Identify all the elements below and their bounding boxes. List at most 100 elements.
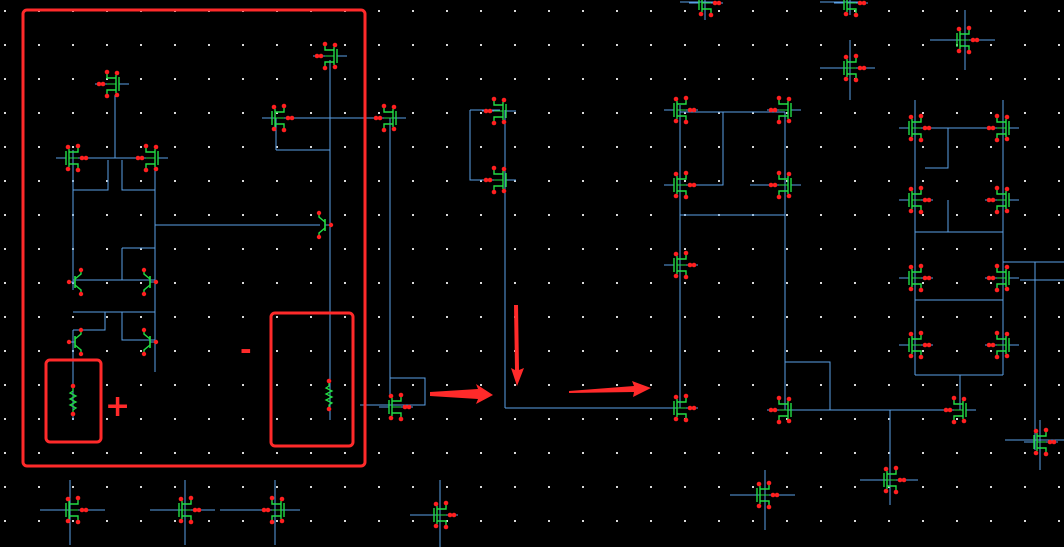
pin-dot bbox=[994, 354, 1000, 360]
pin-dot bbox=[381, 127, 387, 133]
grid-dot bbox=[990, 282, 992, 284]
grid-dot bbox=[310, 78, 312, 80]
transistor-icon bbox=[372, 103, 406, 133]
grid-dot bbox=[582, 452, 584, 454]
grid-dot bbox=[208, 78, 210, 80]
pin-dot bbox=[683, 393, 689, 399]
grid-dot bbox=[922, 214, 924, 216]
grid-dot bbox=[412, 180, 414, 182]
grid-dot bbox=[514, 146, 516, 148]
grid-dot bbox=[616, 486, 618, 488]
grid-dot bbox=[922, 248, 924, 250]
grid-dot bbox=[174, 146, 176, 148]
grid-dot bbox=[650, 44, 652, 46]
grid-dot bbox=[650, 384, 652, 386]
pin-dot bbox=[78, 291, 84, 297]
pin-dot bbox=[491, 165, 497, 171]
pin-dot bbox=[901, 477, 907, 483]
grid-dot bbox=[616, 520, 618, 522]
pin-dot bbox=[70, 383, 76, 389]
grid-dot bbox=[140, 316, 142, 318]
pin-dot bbox=[908, 353, 914, 359]
pin-dot bbox=[501, 188, 507, 194]
pin-dot bbox=[141, 291, 147, 297]
grid-dot bbox=[956, 180, 958, 182]
pin-dot bbox=[79, 155, 85, 161]
pin-dot bbox=[322, 41, 328, 47]
grid-dot bbox=[412, 214, 414, 216]
grid-dot bbox=[412, 384, 414, 386]
grid-dot bbox=[378, 10, 380, 12]
grid-dot bbox=[514, 78, 516, 80]
grid-dot bbox=[344, 44, 346, 46]
grid-dot bbox=[650, 282, 652, 284]
grid-dot bbox=[786, 282, 788, 284]
pin-dot bbox=[756, 481, 762, 487]
grid-dot bbox=[990, 316, 992, 318]
grid-dot bbox=[786, 180, 788, 182]
grid-dot bbox=[276, 44, 278, 46]
pin-dot bbox=[772, 407, 778, 413]
pin-dot bbox=[391, 126, 397, 132]
grid-dot bbox=[310, 316, 312, 318]
pin-dot bbox=[501, 166, 507, 172]
grid-dot bbox=[344, 146, 346, 148]
pin-dot bbox=[447, 512, 453, 518]
pin-dot bbox=[487, 108, 493, 114]
pin-dot bbox=[487, 177, 493, 183]
grid-dot bbox=[310, 180, 312, 182]
pin-dot bbox=[153, 279, 159, 285]
grid-dot bbox=[412, 248, 414, 250]
grid-dot bbox=[480, 520, 482, 522]
grid-dot bbox=[616, 112, 618, 114]
grid-dot bbox=[378, 282, 380, 284]
grid-dot bbox=[4, 282, 6, 284]
grid-dot bbox=[684, 520, 686, 522]
pin-dot bbox=[491, 120, 497, 126]
pin-dot bbox=[897, 477, 903, 483]
grid-dot bbox=[378, 180, 380, 182]
grid-dot bbox=[1024, 180, 1026, 182]
pin-dot bbox=[326, 406, 332, 412]
grid-dot bbox=[242, 282, 244, 284]
pin-dot bbox=[918, 354, 924, 360]
grid-dot bbox=[446, 350, 448, 352]
grid-dot bbox=[990, 10, 992, 12]
grid-dot bbox=[752, 248, 754, 250]
pin-dot bbox=[316, 234, 322, 240]
transistor-icon bbox=[747, 480, 781, 510]
pin-dot bbox=[926, 275, 932, 281]
pin-dot bbox=[501, 97, 507, 103]
grid-dot bbox=[888, 520, 890, 522]
grid-dot bbox=[140, 520, 142, 522]
grid-dot bbox=[38, 248, 40, 250]
transistor-icon bbox=[985, 113, 1019, 143]
pin-dot bbox=[990, 197, 996, 203]
pin-dot bbox=[79, 507, 85, 513]
grid-dot bbox=[820, 44, 822, 46]
pin-dot bbox=[951, 395, 957, 401]
pin-dot bbox=[683, 417, 689, 423]
pin-dot bbox=[314, 53, 320, 59]
grid-dot bbox=[582, 282, 584, 284]
pin-dot bbox=[926, 197, 932, 203]
grid-dot bbox=[786, 10, 788, 12]
grid-dot bbox=[752, 452, 754, 454]
grid-dot bbox=[140, 486, 142, 488]
pin-dot bbox=[918, 209, 924, 215]
grid-dot bbox=[242, 214, 244, 216]
grid-dot bbox=[378, 520, 380, 522]
grid-dot bbox=[650, 10, 652, 12]
grid-dot bbox=[718, 112, 720, 114]
grid-dot bbox=[854, 10, 856, 12]
grid-dot bbox=[106, 520, 108, 522]
pin-dot bbox=[687, 182, 693, 188]
pin-dot bbox=[776, 95, 782, 101]
grid-dot bbox=[718, 418, 720, 420]
grid-dot bbox=[310, 248, 312, 250]
pin-dot bbox=[861, 65, 867, 71]
grid-dot bbox=[752, 180, 754, 182]
grid-dot bbox=[650, 112, 652, 114]
grid-dot bbox=[242, 316, 244, 318]
